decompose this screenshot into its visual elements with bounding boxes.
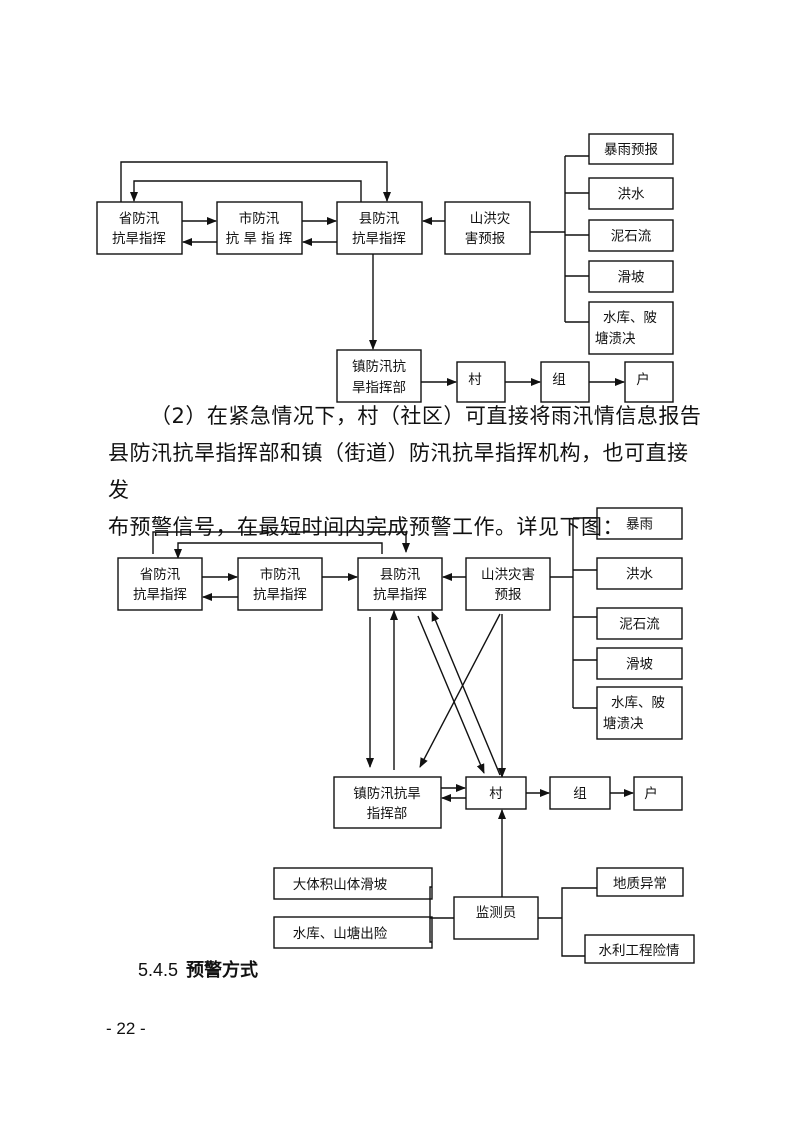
paragraph-line: （2）在紧急情况下，村（社区）可直接将雨汛情信息报告	[108, 398, 708, 435]
node-label: 监测员	[476, 905, 517, 921]
node-label: 镇防汛抗	[352, 359, 406, 375]
hazard-item: 洪水	[573, 557, 683, 590]
node-household: 户	[624, 361, 674, 403]
node-label: 抗 旱 指 挥	[226, 231, 293, 247]
hazard-item: 滑坡	[573, 647, 683, 680]
node-label: 抗旱指挥	[112, 231, 166, 247]
node-label: 抗旱指挥	[373, 587, 427, 603]
hazard-label: 洪水	[626, 567, 654, 583]
node-city: 市防汛 抗 旱 指 挥	[216, 201, 303, 255]
node-label: 水利工程险情	[599, 943, 680, 959]
connector-left-inputs	[429, 886, 454, 919]
hazard-label: 暴雨预报	[604, 142, 658, 158]
node-label: 户	[644, 785, 658, 802]
connector-right-inputs	[561, 887, 597, 957]
hazard-item: 滑坡	[565, 260, 674, 293]
node-label: 镇防汛抗旱	[353, 786, 421, 802]
hazard-label: 滑坡	[618, 270, 646, 286]
connector-left-inputs	[429, 918, 432, 943]
node-label: 县防汛	[380, 567, 421, 583]
paragraph-line: 布预警信号，在最短时间内完成预警工作。详见下图：	[108, 515, 624, 539]
section-number: 5.4.5	[138, 960, 179, 980]
node-label: 山洪灾	[470, 210, 511, 227]
hazard-label: 洪水	[618, 187, 646, 203]
node-label: 省防汛	[119, 211, 160, 227]
hazard-item: 洪水	[565, 177, 674, 210]
hazard-label: 塘溃决	[603, 716, 644, 732]
diagram-1: 省防汛 抗旱指挥 市防汛 抗 旱 指 挥 县防汛 抗旱指挥 山洪灾 害预报 暴雨…	[96, 133, 674, 403]
node-label: 村	[489, 786, 503, 802]
node-village: 村	[465, 776, 527, 810]
arrow-province-to-county-loop	[152, 531, 410, 554]
hazard-label: 泥石流	[611, 229, 652, 245]
node-province: 省防汛 抗旱指挥	[96, 201, 183, 255]
monitor-input-right-1: 水利工程险情	[584, 934, 695, 964]
node-label: 村	[468, 372, 482, 388]
monitor-input-left-0: 大体积山体滑坡	[273, 867, 433, 900]
hazard-item: 暴雨	[573, 507, 683, 540]
node-town: 镇防汛抗旱 指挥部	[333, 776, 442, 829]
node-label: 抗旱指挥	[352, 231, 406, 247]
node-group: 组	[549, 776, 611, 810]
arrow-county-to-province-loop	[130, 180, 362, 202]
node-label: 指挥部	[367, 806, 408, 822]
node-label: 地质异常	[613, 876, 667, 892]
node-village: 村	[456, 361, 506, 403]
node-province: 省防汛 抗旱指挥	[117, 557, 203, 611]
node-label: 市防汛	[260, 566, 301, 583]
node-forecast: 山洪灾害 预报	[465, 557, 551, 611]
node-label: 预报	[495, 587, 522, 603]
node-county: 县防汛 抗旱指挥	[336, 201, 423, 255]
node-group: 组	[540, 361, 590, 403]
arrow-forecast-to-town	[419, 613, 501, 768]
page-number: - 22 -	[106, 1019, 146, 1038]
hazard-label: 暴雨	[626, 517, 653, 533]
section-title: 预警方式	[186, 960, 259, 981]
node-label: 户	[636, 371, 650, 388]
node-label: 旱指挥部	[352, 380, 406, 396]
arrow-province-to-county-loop	[120, 161, 391, 202]
node-label: 县防汛	[359, 211, 400, 227]
paragraph-text: （2）在紧急情况下，村（社区）可直接将雨汛情信息报告	[150, 404, 702, 428]
hazard-label: 泥石流	[619, 617, 660, 633]
body-paragraph: （2）在紧急情况下，村（社区）可直接将雨汛情信息报告 县防汛抗旱指挥部和镇（街道…	[108, 398, 708, 546]
node-county: 县防汛 抗旱指挥	[357, 557, 443, 611]
hazard-label: 水库、陂	[611, 695, 665, 711]
arrow-county-to-province-loop	[174, 542, 383, 559]
node-label: 抗旱指挥	[253, 587, 307, 603]
node-label: 抗旱指挥	[133, 587, 187, 603]
hazard-label: 滑坡	[626, 657, 654, 673]
monitor-input-right-0: 地质异常	[596, 867, 684, 897]
section-heading: 5.4.5 预警方式	[138, 956, 258, 982]
monitor-input-left-1: 水库、山塘出险	[273, 916, 433, 949]
hazard-label: 塘溃决	[595, 331, 636, 347]
node-household: 户	[633, 776, 683, 811]
node-label: 山洪灾害	[481, 566, 535, 583]
node-forecast: 山洪灾 害预报	[444, 201, 531, 255]
arrow-county-to-village	[417, 615, 485, 774]
hazard-item: 暴雨预报	[565, 133, 674, 165]
arrow-village-to-county	[431, 611, 501, 776]
hazard-item: 泥石流	[573, 607, 683, 640]
node-town: 镇防汛抗 旱指挥部	[336, 349, 422, 403]
node-city: 市防汛 抗旱指挥	[237, 557, 323, 611]
diagram-2: 省防汛 抗旱指挥 市防汛 抗旱指挥 县防汛 抗旱指挥 山洪灾害 预报 暴雨洪水泥…	[117, 507, 695, 964]
node-monitor: 监测员	[453, 896, 539, 940]
node-label: 市防汛	[239, 210, 280, 227]
node-label: 水库、山塘出险	[293, 926, 388, 942]
node-label: 大体积山体滑坡	[293, 877, 388, 893]
paragraph-line: 县防汛抗旱指挥部和镇（街道）防汛抗旱指挥机构，也可直接发	[108, 441, 689, 502]
node-label: 省防汛	[140, 567, 181, 583]
hazard-item: 泥石流	[565, 219, 674, 252]
node-label: 组	[573, 786, 587, 802]
node-label: 害预报	[465, 231, 506, 247]
node-label: 组	[552, 372, 566, 388]
hazard-label: 水库、陂	[603, 310, 657, 326]
